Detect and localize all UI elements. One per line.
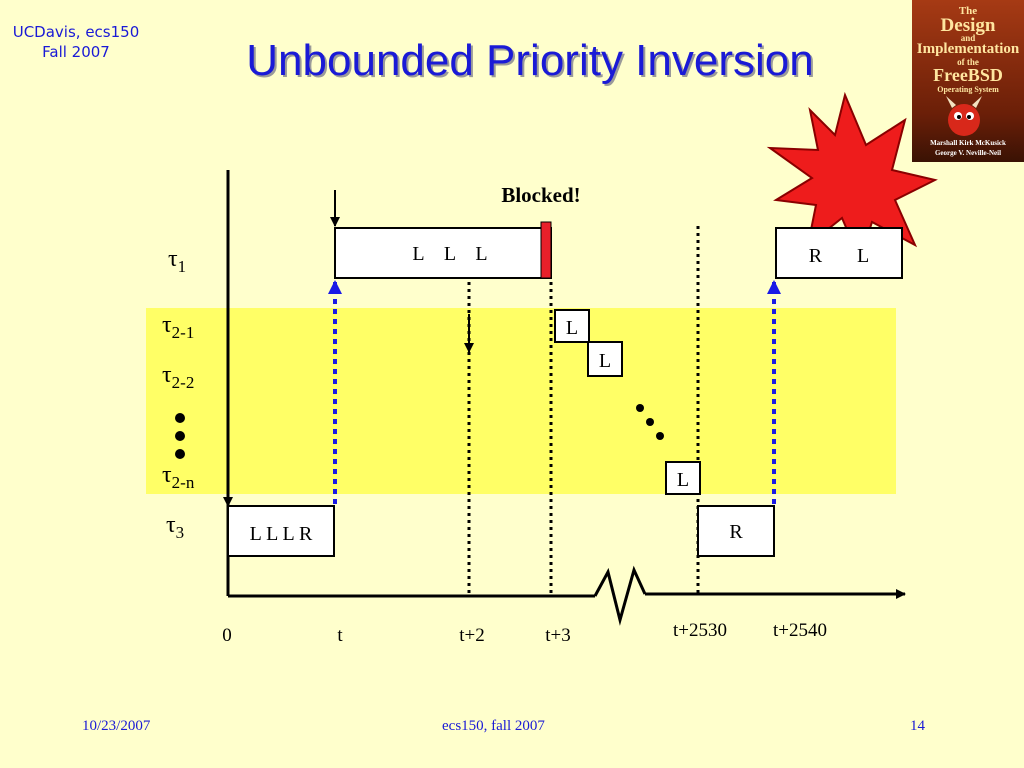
course-label-line1: UCDavis, ecs150 bbox=[12, 23, 140, 41]
ellipsis-dot bbox=[656, 432, 664, 440]
course-label-line2: Fall 2007 bbox=[42, 43, 110, 61]
ellipsis-dot bbox=[175, 449, 185, 459]
blocked-bar bbox=[540, 221, 552, 279]
tau2-2-box bbox=[587, 341, 623, 377]
medium-priority-band bbox=[146, 308, 896, 494]
tau2-1-box-label: L bbox=[566, 317, 578, 339]
tau1-box-label: L L L bbox=[412, 243, 487, 265]
book-authors-line2: George V. Neville-Neil bbox=[934, 149, 1002, 157]
book-title-line4: Implementation bbox=[916, 41, 1020, 57]
footer-date: 10/23/2007 bbox=[82, 718, 151, 734]
tau2-2-box-label: L bbox=[599, 350, 611, 372]
book-title-line6: FreeBSD bbox=[933, 65, 1003, 85]
ellipsis-dot bbox=[646, 418, 654, 426]
footer-course: ecs150, fall 2007 bbox=[442, 718, 545, 734]
axis-break-zigzag bbox=[593, 565, 647, 626]
tau3-resume-label: R bbox=[729, 521, 743, 543]
course-label: UCDavis, ecs150 Fall 2007 bbox=[6, 22, 146, 62]
tau1-execution-box bbox=[334, 227, 552, 279]
daemon-mascot-icon bbox=[946, 96, 982, 136]
tick-label-t2540: t+2540 bbox=[773, 620, 827, 641]
tau2-n-box-label: L bbox=[677, 469, 689, 491]
tick-label-t2: t+2 bbox=[459, 625, 485, 646]
tau2-1-box bbox=[554, 309, 590, 343]
tau3-resume-box bbox=[697, 505, 775, 557]
ellipsis-dot bbox=[175, 431, 185, 441]
task-label-tau2-1: τ2-1 bbox=[162, 312, 194, 342]
task-label-tau2-n: τ2-n bbox=[162, 462, 195, 492]
task-label-tau3: τ3 bbox=[166, 512, 184, 542]
book-authors-line1: Marshall Kirk McKusick bbox=[930, 139, 1006, 147]
blocked-label: Blocked! bbox=[501, 183, 580, 207]
footer-page-number: 14 bbox=[910, 718, 925, 734]
book-title-line5: of the bbox=[957, 57, 979, 67]
task-label-tau1: τ1 bbox=[168, 246, 186, 276]
ellipsis-dot bbox=[636, 404, 644, 412]
tick-label-t3: t+3 bbox=[545, 625, 571, 646]
tau3-execution-box bbox=[227, 505, 335, 557]
book-title-line7: Operating System bbox=[937, 85, 999, 94]
tick-label-t: t bbox=[337, 625, 343, 646]
ellipsis-dot bbox=[175, 413, 185, 423]
tau1-resume-box bbox=[775, 227, 903, 279]
slide-title: Unbounded Priority Inversion bbox=[246, 36, 814, 85]
tau2-n-box bbox=[665, 461, 701, 495]
task-label-tau2-2: τ2-2 bbox=[162, 362, 194, 392]
freebsd-book-cover: The Design and Implementation of the Fre… bbox=[912, 0, 1024, 162]
explosion-star-icon bbox=[766, 91, 938, 263]
tau3-box-label: L L L R bbox=[250, 523, 313, 545]
tick-label-0: 0 bbox=[222, 625, 232, 646]
book-title-line3: and bbox=[960, 33, 976, 43]
tau1-resume-label: R L bbox=[809, 245, 870, 267]
book-title-line1: The bbox=[958, 5, 978, 17]
tick-label-t2530: t+2530 bbox=[673, 620, 727, 641]
book-title-line2: Design bbox=[940, 15, 996, 36]
